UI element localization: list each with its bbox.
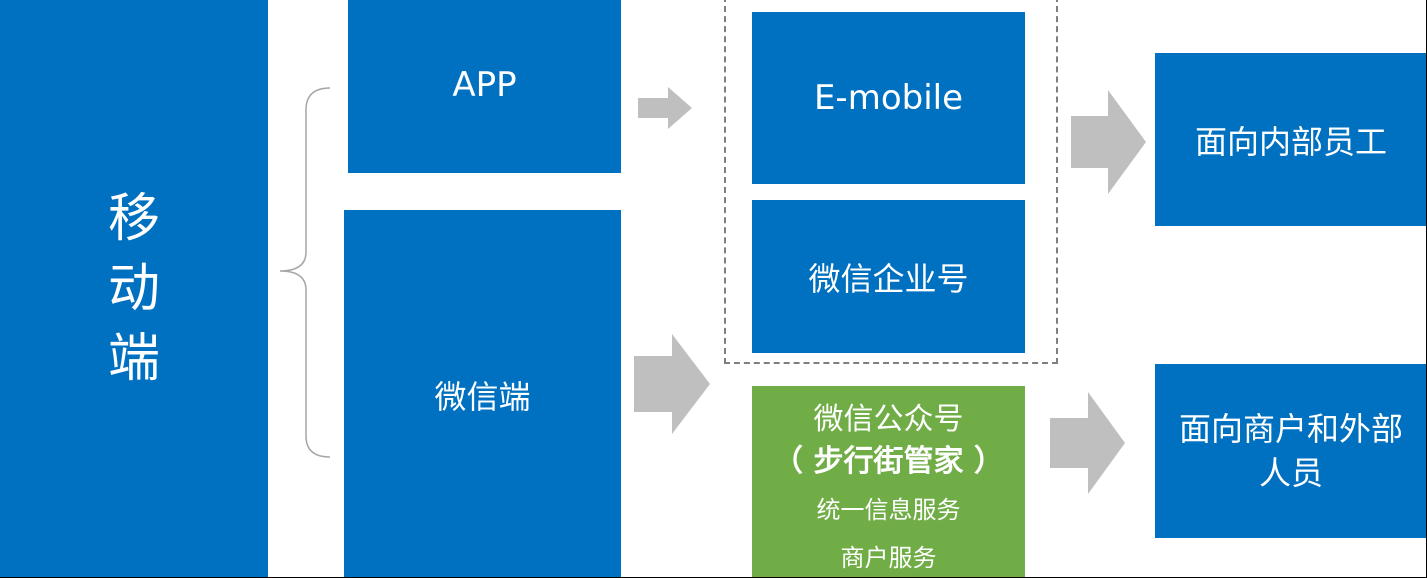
platform-group-frame xyxy=(724,0,1058,364)
public-account-box: 微信公众号 （ 步行街管家 ） 统一信息服务 商户服务 xyxy=(752,386,1025,578)
public-account-service-info: 统一信息服务 xyxy=(816,496,961,524)
public-account-service-merchant: 商户服务 xyxy=(840,544,937,572)
wechat-channel-label: 微信端 xyxy=(434,378,531,416)
arrow-app-to-emobile xyxy=(638,87,692,129)
merchant-audience-label: 面向商户和外部 人员 xyxy=(1178,410,1403,492)
brace-icon xyxy=(279,87,331,458)
arrow-emobile-to-internal xyxy=(1071,90,1146,194)
arrow-wechat-to-platforms xyxy=(634,334,710,434)
wechat-corp-label: 微信企业号 xyxy=(808,259,969,298)
app-label: APP xyxy=(452,64,517,105)
merchant-audience-box: 面向商户和外部 人员 xyxy=(1155,364,1427,538)
wechat-channel-box: 微信端 xyxy=(344,210,621,578)
wechat-corp-box: 微信企业号 xyxy=(752,200,1025,353)
mobile-box: 移 动 端 xyxy=(0,0,268,578)
emobile-box: E-mobile xyxy=(752,12,1025,184)
app-box: APP xyxy=(348,0,621,173)
public-account-title: 微信公众号 xyxy=(813,402,964,437)
internal-audience-box: 面向内部员工 xyxy=(1155,53,1427,226)
mobile-label: 移 动 端 xyxy=(107,189,160,389)
emobile-label: E-mobile xyxy=(813,78,964,118)
public-account-name: （ 步行街管家 ） xyxy=(773,444,1004,479)
internal-audience-label: 面向内部员工 xyxy=(1194,122,1387,161)
arrow-green-to-merchant xyxy=(1050,392,1125,494)
